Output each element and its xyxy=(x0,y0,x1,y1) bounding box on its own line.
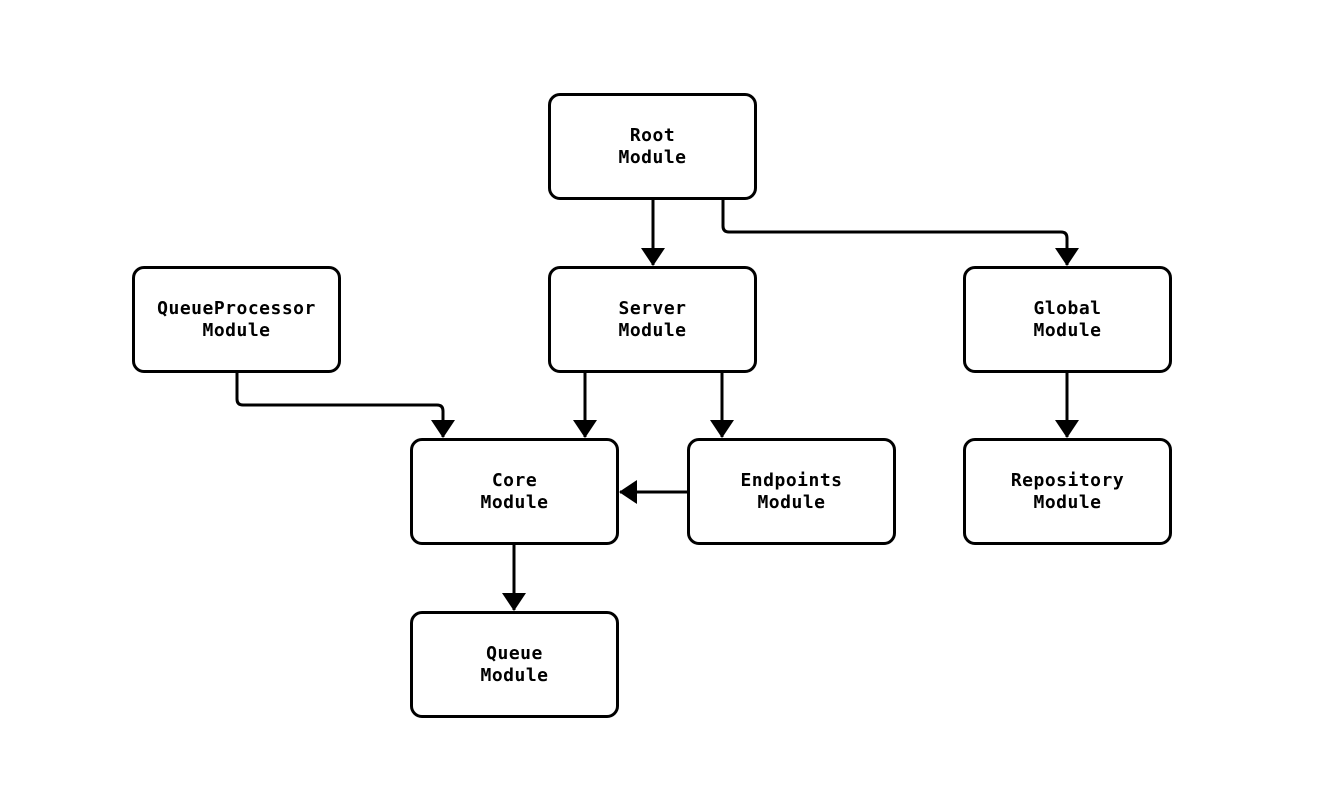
node-root-module: Root Module xyxy=(548,93,757,200)
node-server-module: Server Module xyxy=(548,266,757,373)
node-repository-module: Repository Module xyxy=(963,438,1172,545)
node-global-module: Global Module xyxy=(963,266,1172,373)
node-queueprocessor-module: QueueProcessor Module xyxy=(132,266,341,373)
node-endpoints-module: Endpoints Module xyxy=(687,438,896,545)
edge-root-to-global xyxy=(721,198,1079,266)
node-core-module: Core Module xyxy=(410,438,619,545)
node-queue-module: Queue Module xyxy=(410,611,619,718)
edge-queueprocessor-to-core xyxy=(235,373,455,438)
